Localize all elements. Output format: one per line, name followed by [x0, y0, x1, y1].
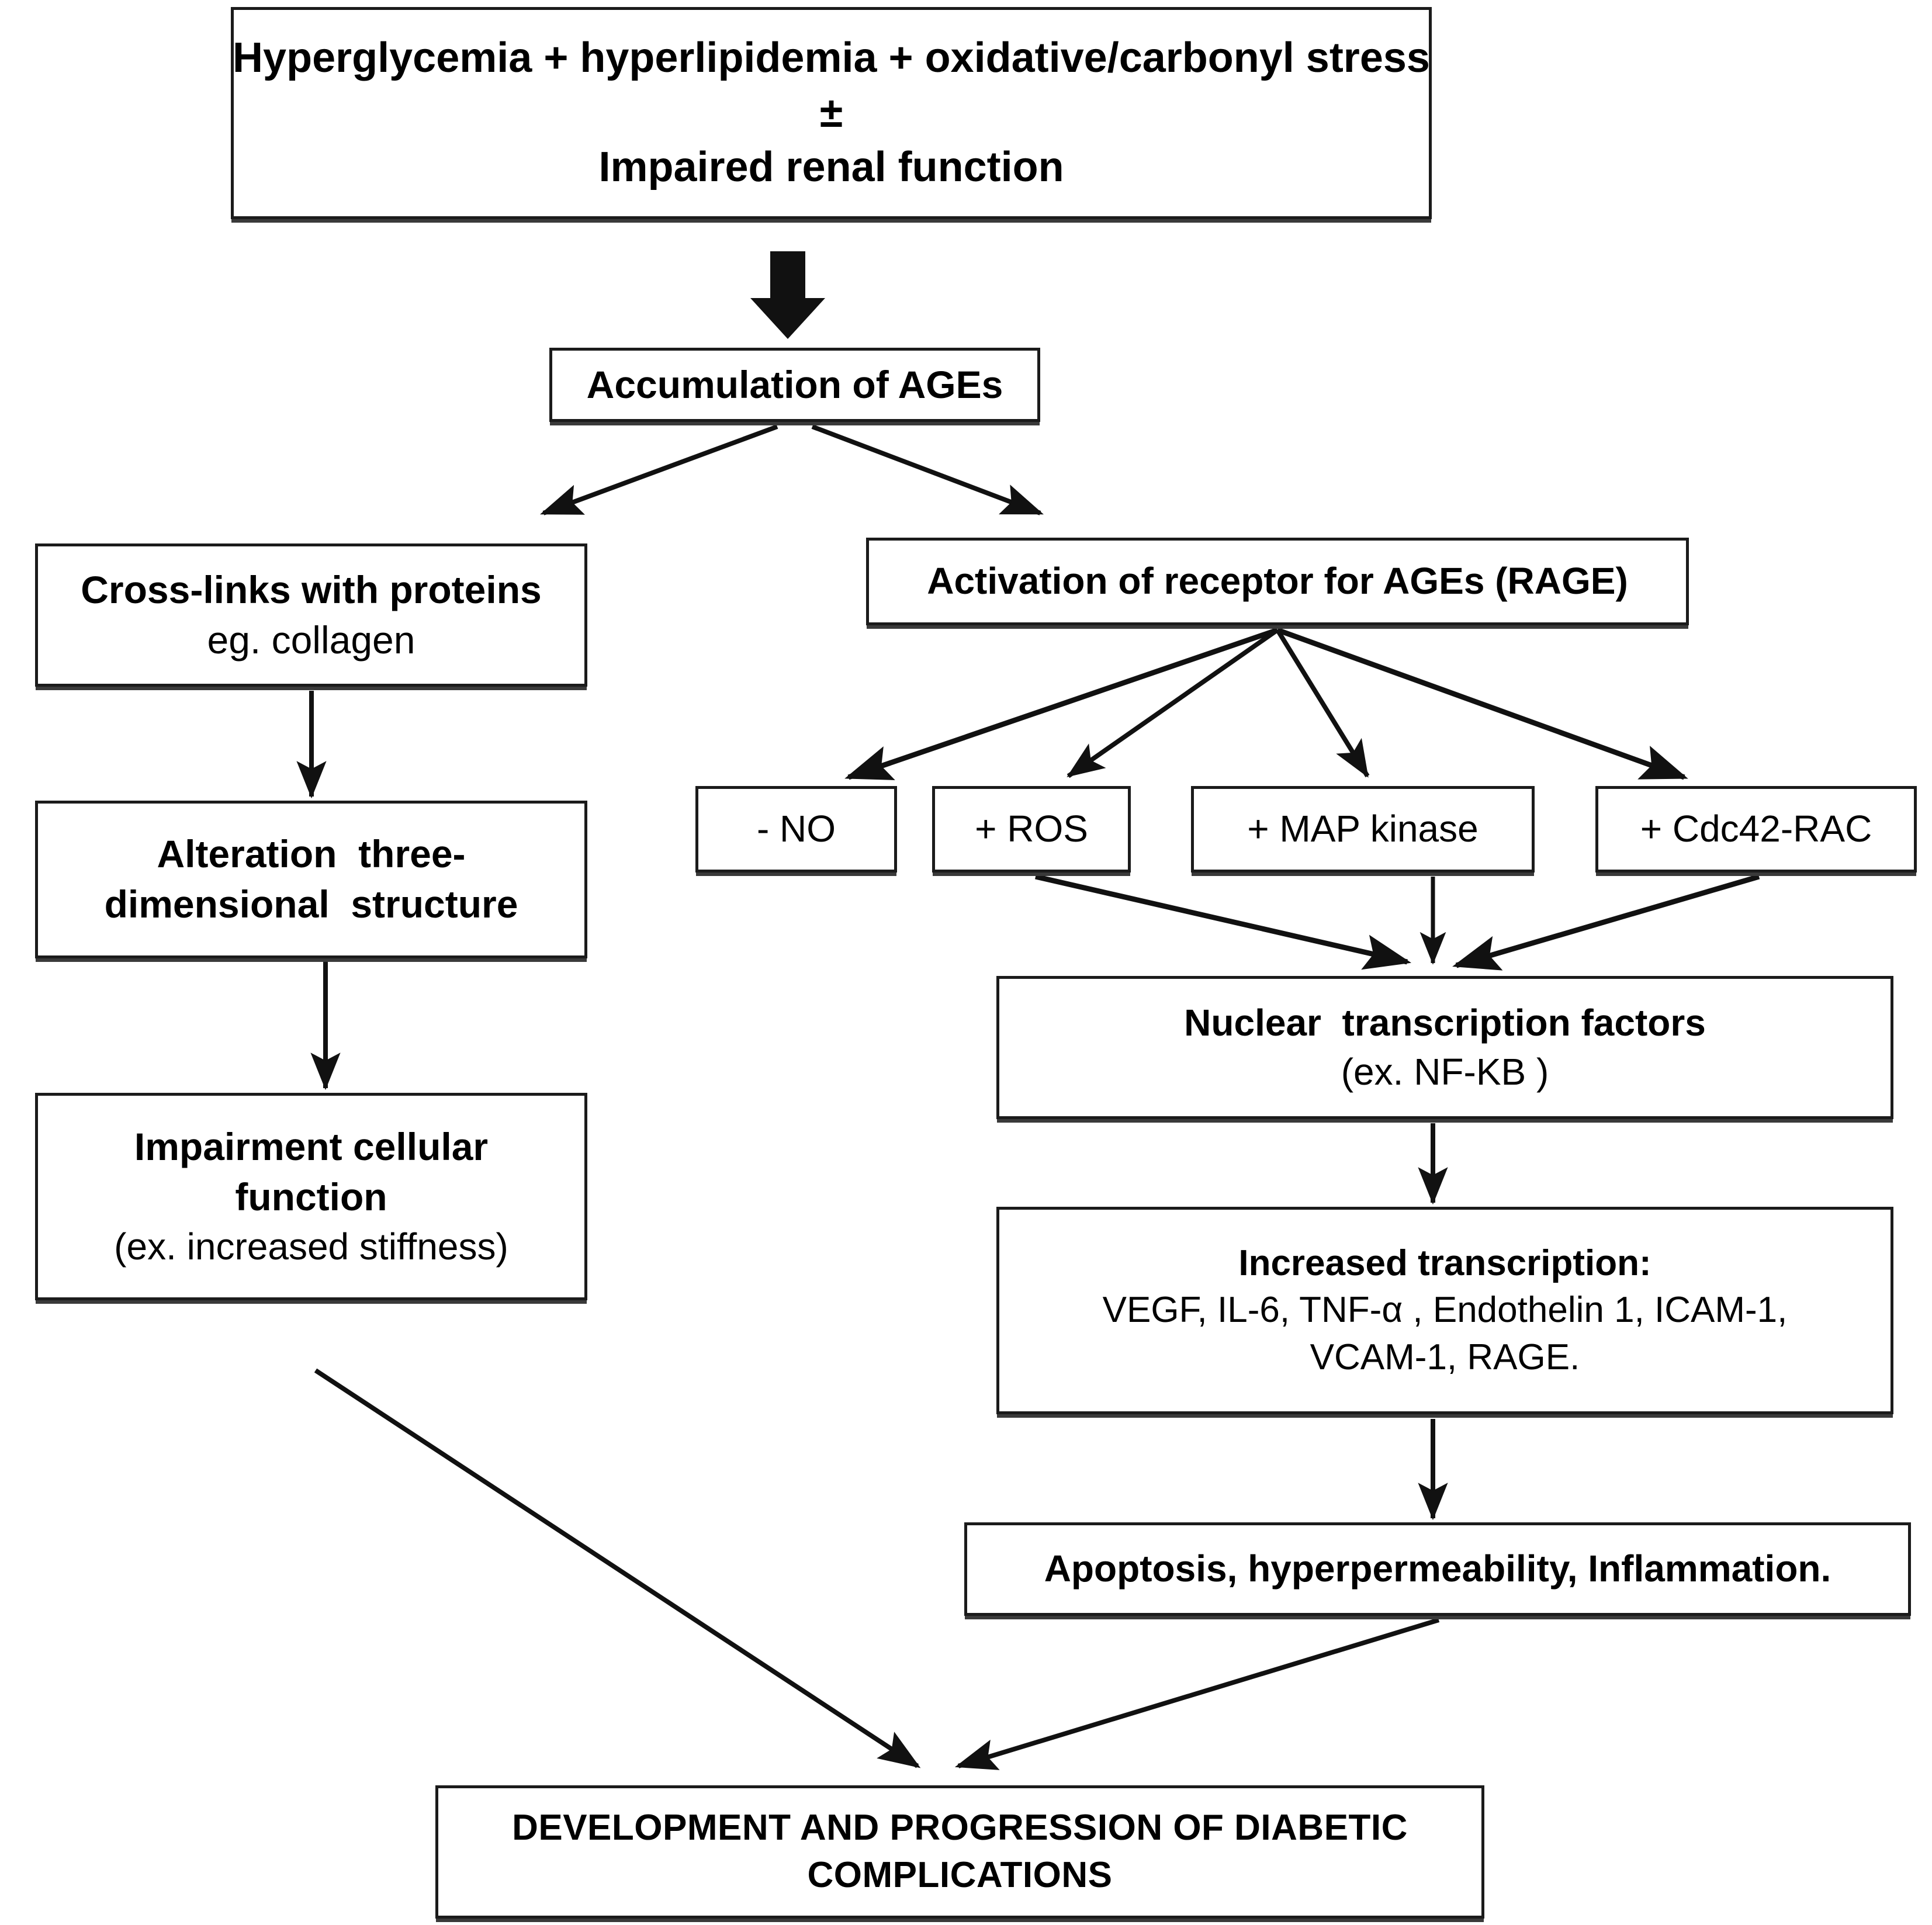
edge-cdc42-rac-to-nuclear-tf: [1452, 874, 1760, 971]
node-no-label: - NO: [756, 808, 836, 850]
node-apoptosis-hyperpermeability-inflammation: Apoptosis, hyperpermeability, Inflammati…: [964, 1522, 1911, 1616]
node-ros: + ROS: [932, 786, 1131, 873]
node-increased-transcription: Increased transcription: VEGF, IL-6, TNF…: [996, 1207, 1893, 1414]
node-map-kinase: + MAP kinase: [1191, 786, 1535, 873]
node-rage-activation-label: Activation of receptor for AGEs (RAGE): [927, 560, 1628, 603]
node-top-stimuli-line1: Hyperglycemia + hyperlipidemia + oxidati…: [233, 34, 1430, 82]
node-cross-links-line2: eg. collagen: [207, 618, 416, 662]
node-impairment-line2: function: [235, 1175, 387, 1218]
node-accumulation-label: Accumulation of AGEs: [586, 362, 1003, 406]
node-increased-transcription-line1: Increased transcription:: [1238, 1242, 1651, 1283]
node-nuclear-tf-line2: (ex. NF-KB ): [1341, 1050, 1549, 1093]
node-cdc42-rac: + Cdc42-RAC: [1595, 786, 1917, 873]
node-top-stimuli: Hyperglycemia + hyperlipidemia + oxidati…: [231, 7, 1432, 219]
node-development-and-progression: DEVELOPMENT AND PROGRESSION OF DIABETIC …: [435, 1785, 1484, 1919]
edge-impairment-to-development: [314, 1368, 921, 1768]
node-development-line2: COMPLICATIONS: [807, 1855, 1113, 1895]
edge-rage-to-ros: [1067, 628, 1279, 778]
node-nuclear-tf-line1: Nuclear transcription factors: [1184, 1002, 1706, 1044]
edge-apoptosis-to-development: [954, 1618, 1440, 1770]
node-alteration-line1: Alteration three-: [157, 832, 466, 876]
edge-rage-to-cdc42-rac: [1276, 627, 1688, 780]
edge-ros-to-nuclear-tf: [1034, 874, 1412, 970]
node-top-stimuli-line3: Impaired renal function: [598, 144, 1064, 191]
node-map-kinase-label: + MAP kinase: [1247, 808, 1479, 850]
node-development-line1: DEVELOPMENT AND PROGRESSION OF DIABETIC: [512, 1808, 1408, 1848]
edge-stimuli-to-accumulation: [750, 251, 825, 339]
node-cross-links-with-proteins: Cross-links with proteins eg. collagen: [35, 543, 587, 687]
node-increased-transcription-line3: VCAM-1, RAGE.: [1310, 1337, 1580, 1377]
node-cross-links-line1: Cross-links with proteins: [81, 567, 542, 611]
node-increased-transcription-line2: VEGF, IL-6, TNF-α , Endothelin 1, ICAM-1…: [1102, 1290, 1788, 1331]
node-rage-activation: Activation of receptor for AGEs (RAGE): [866, 538, 1689, 625]
node-alteration-three-dimensional-structure: Alteration three- dimensional structure: [35, 801, 587, 958]
node-ros-label: + ROS: [975, 808, 1088, 850]
edge-rage-to-map-kinase: [1275, 628, 1370, 778]
edge-accumulation-to-rage: [811, 424, 1044, 515]
node-top-stimuli-line2: ±: [819, 89, 843, 136]
node-alteration-line2: dimensional structure: [104, 882, 518, 926]
node-accumulation-of-ages: Accumulation of AGEs: [549, 348, 1040, 422]
edge-rage-to-no: [844, 627, 1279, 780]
node-cdc42-rac-label: + Cdc42-RAC: [1640, 808, 1872, 850]
node-impairment-line1: Impairment cellular: [134, 1125, 489, 1169]
node-impairment-cellular-function: Impairment cellular function (ex. increa…: [35, 1093, 587, 1300]
node-impairment-line3: (ex. increased stiffness): [114, 1225, 508, 1268]
node-apoptosis-label: Apoptosis, hyperpermeability, Inflammati…: [1044, 1547, 1831, 1590]
node-nuclear-transcription-factors: Nuclear transcription factors (ex. NF-KB…: [996, 976, 1893, 1119]
node-no: - NO: [695, 786, 897, 873]
edge-accumulation-to-cross-links: [539, 424, 778, 515]
